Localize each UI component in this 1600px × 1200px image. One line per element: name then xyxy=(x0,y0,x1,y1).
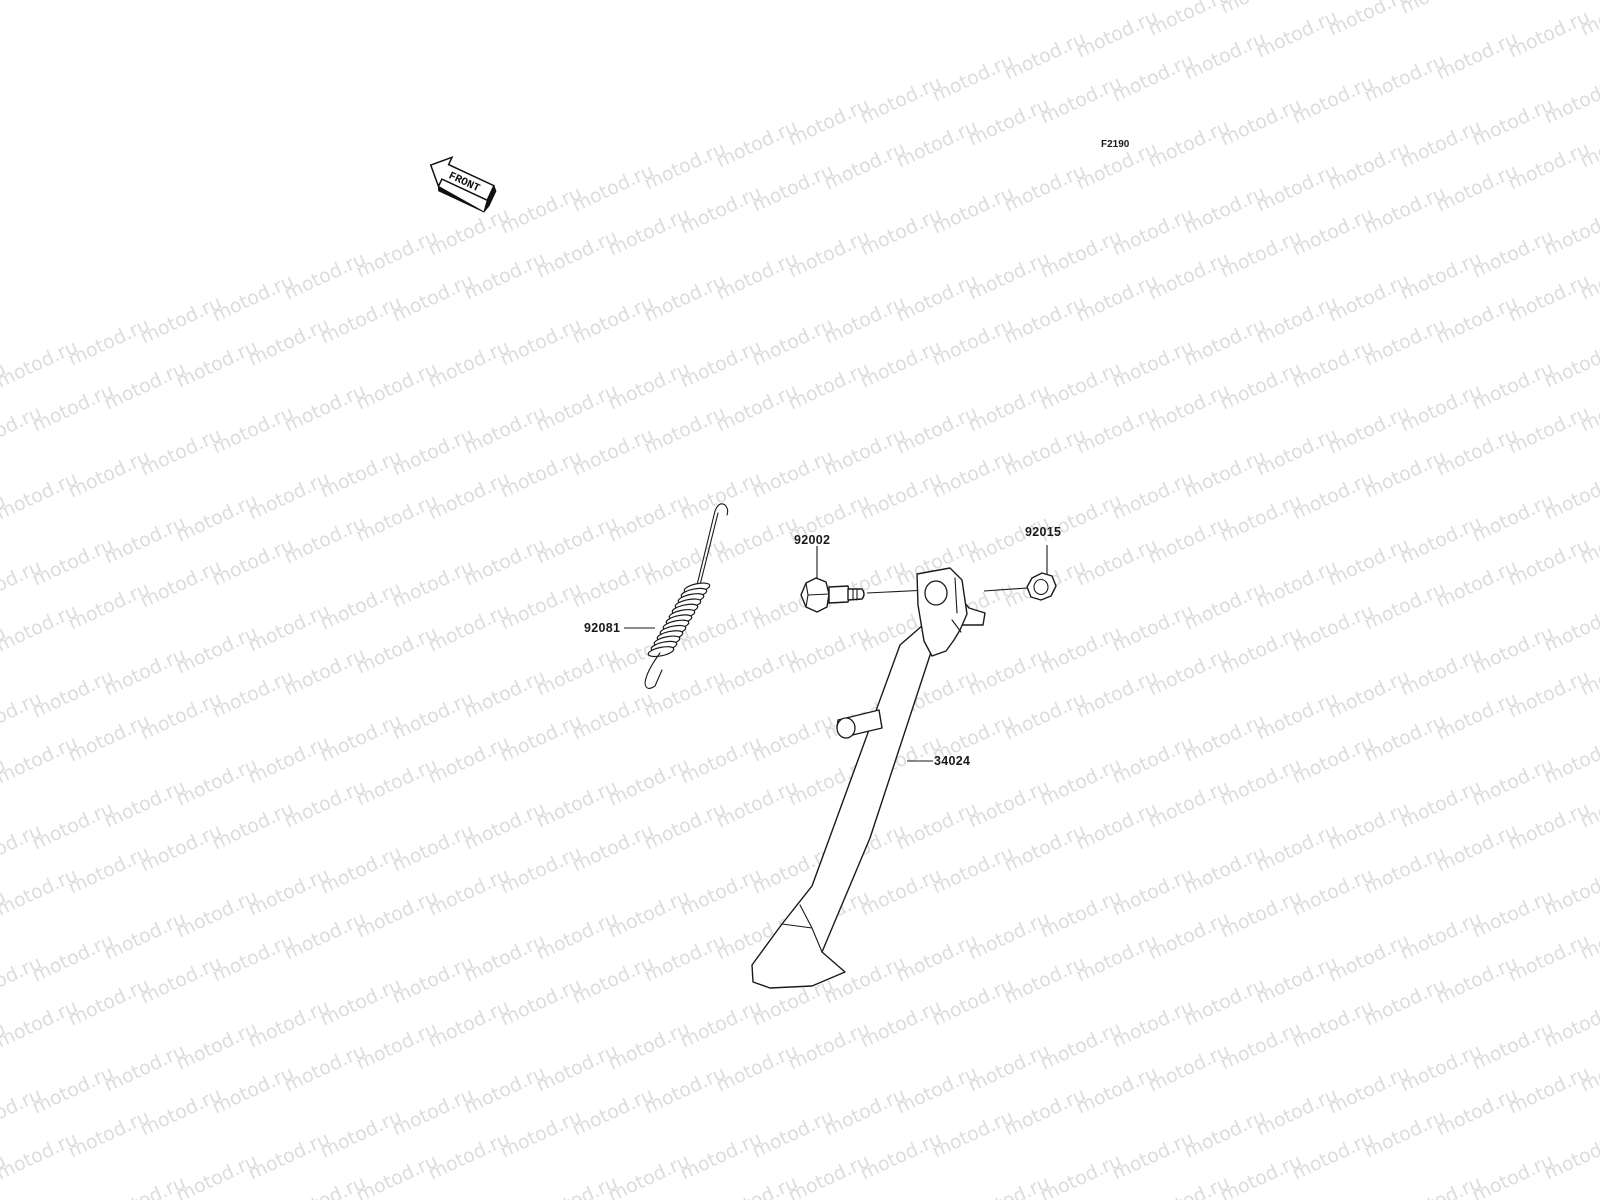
spring-part xyxy=(624,503,729,689)
side-stand-part xyxy=(751,567,986,989)
nut-axis-line xyxy=(983,587,1028,592)
part-number-92015: 92015 xyxy=(1025,525,1061,539)
part-number-92081: 92081 xyxy=(584,621,620,635)
part-number-34024: 34024 xyxy=(934,754,970,768)
spring-coil xyxy=(647,646,675,658)
front-arrow-icon: FRONT xyxy=(429,156,497,213)
figure-code: F2190 xyxy=(1101,139,1130,150)
part-number-92002: 92002 xyxy=(794,533,830,547)
bolt-part xyxy=(800,546,929,613)
nut-part xyxy=(983,545,1057,601)
